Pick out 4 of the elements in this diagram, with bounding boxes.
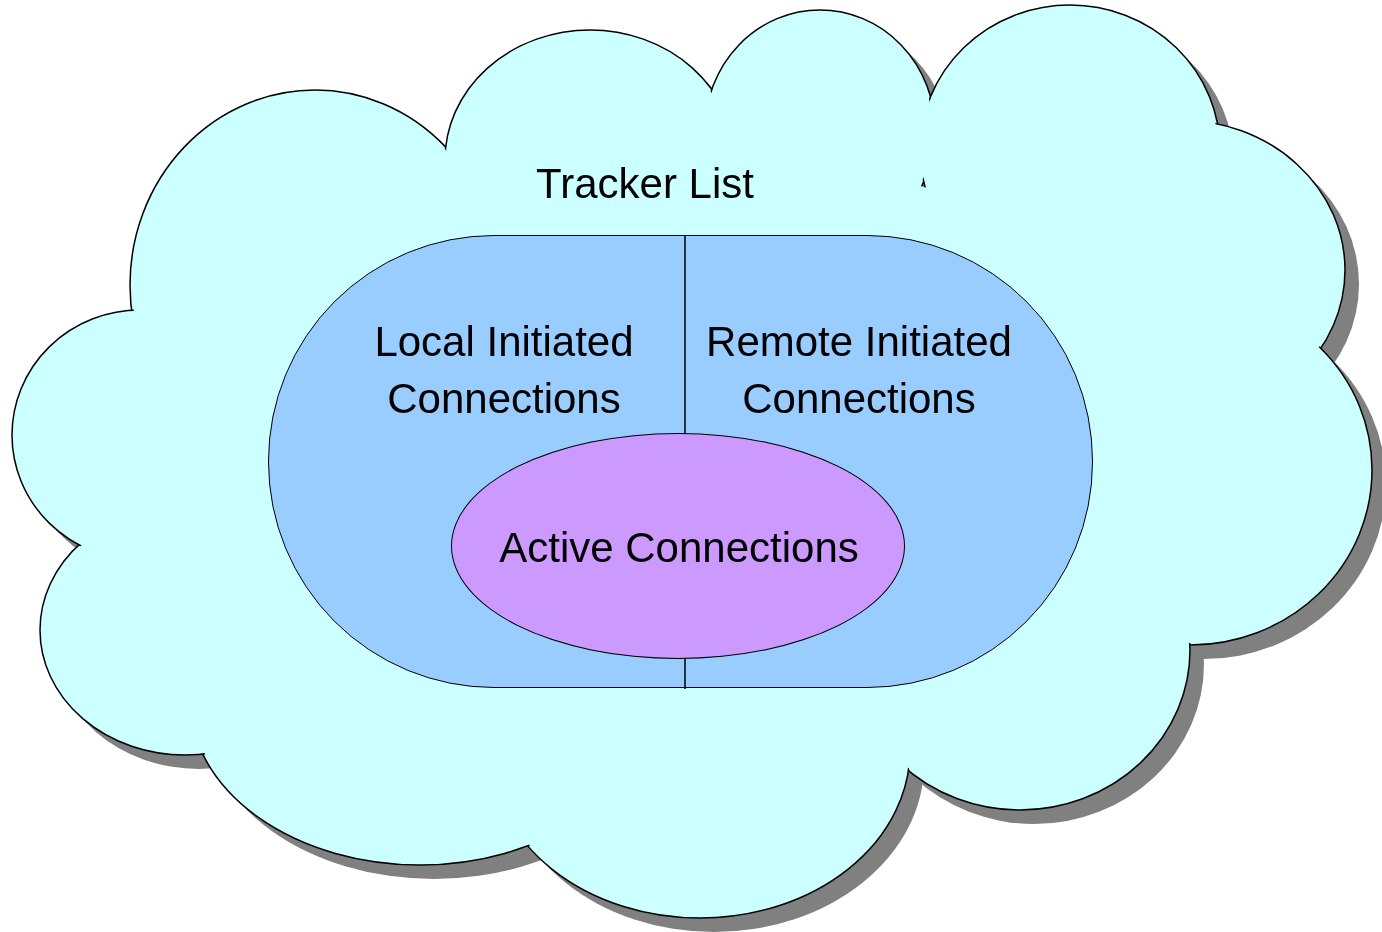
node-label: Active Connections xyxy=(498,523,860,573)
node-label: Tracker List xyxy=(535,159,755,209)
node-label: Local Initiated Connections xyxy=(373,317,635,424)
node-label: Remote Initiated Connections xyxy=(705,317,1013,424)
